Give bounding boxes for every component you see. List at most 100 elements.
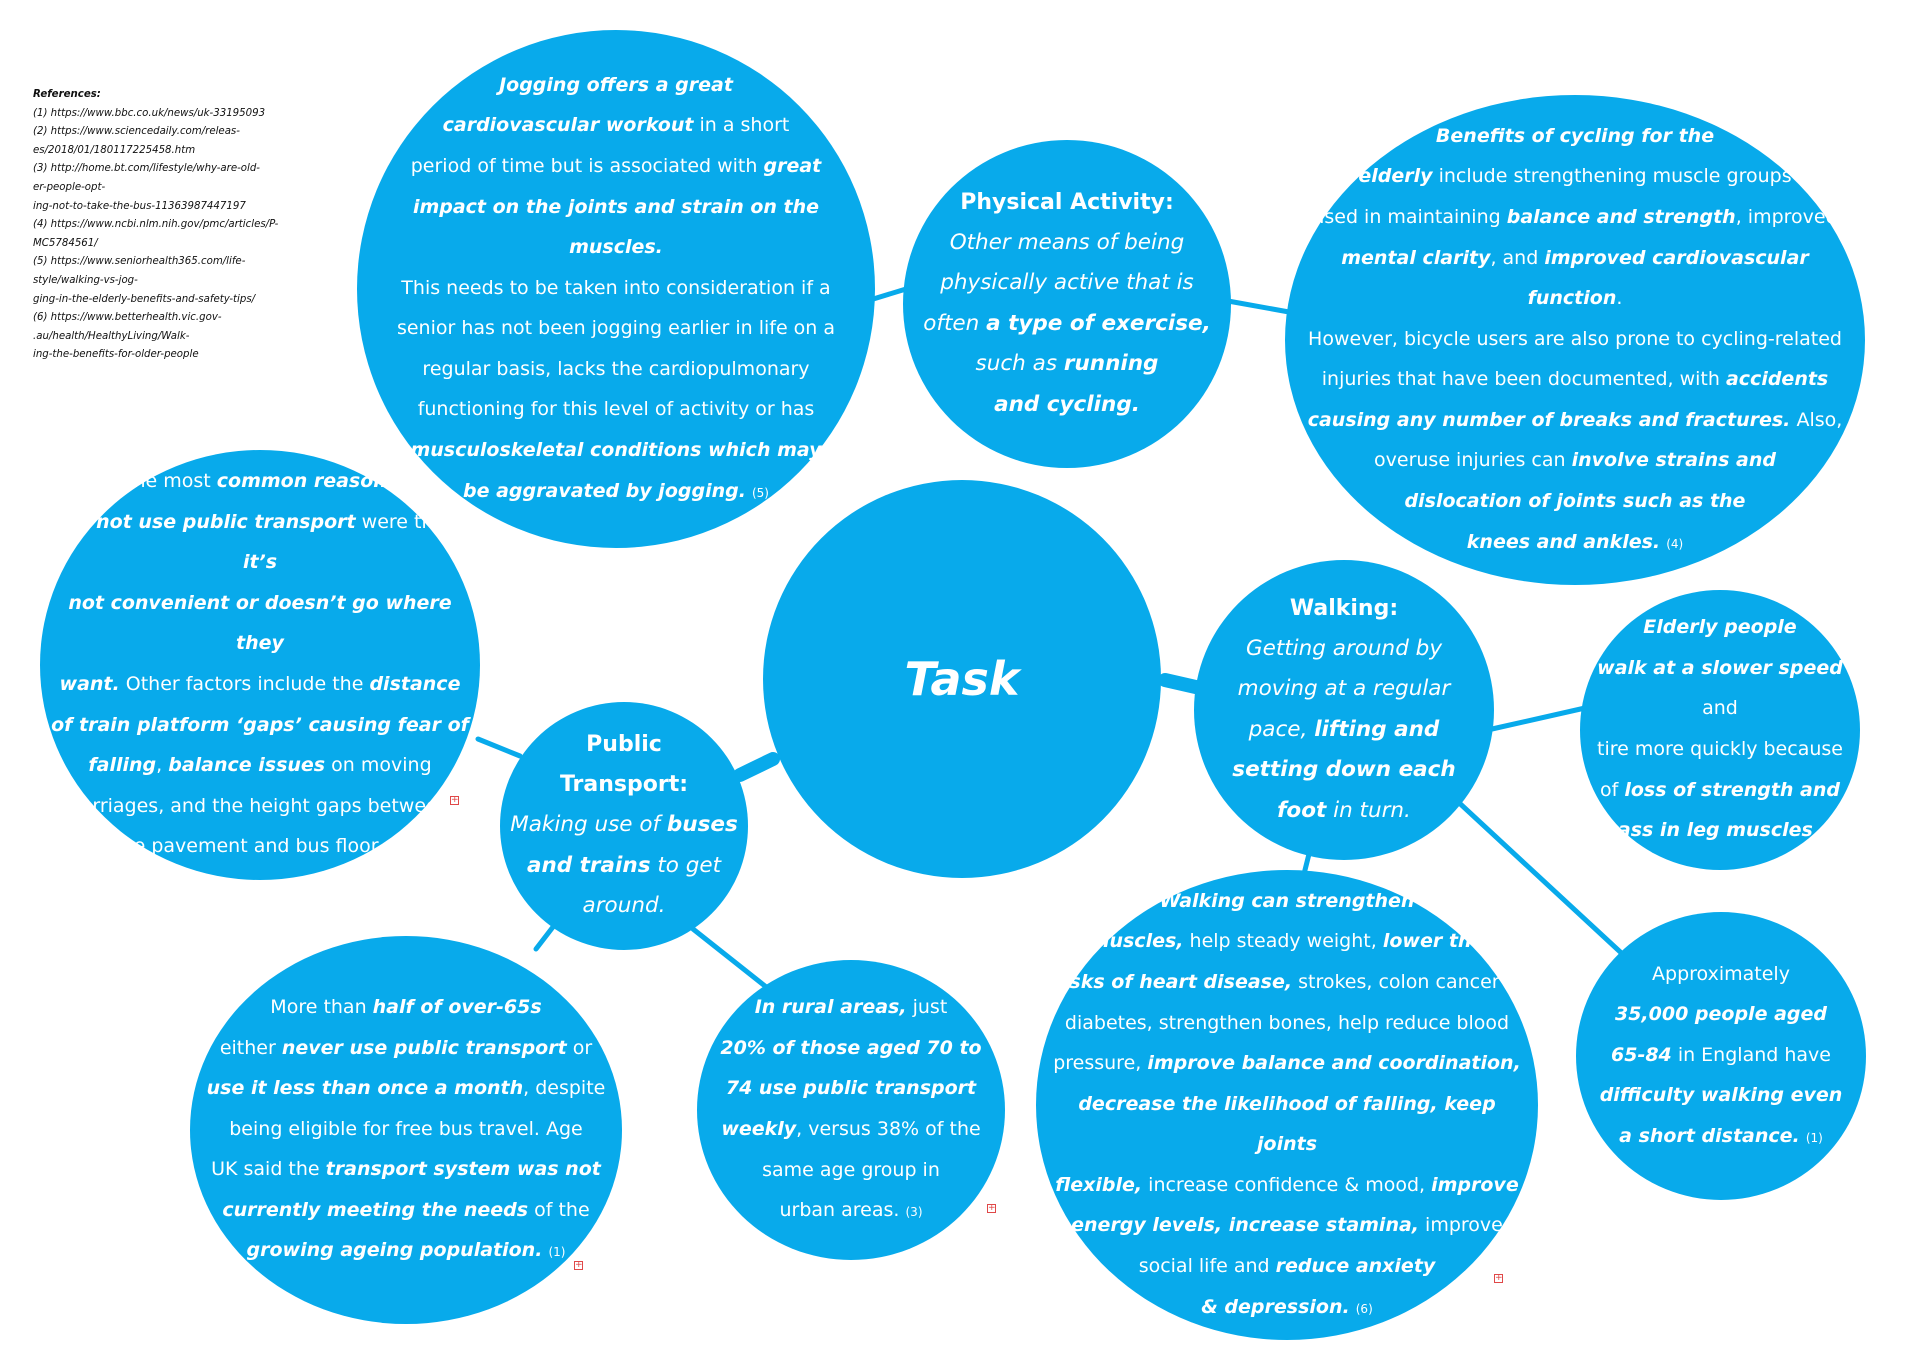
emphasis-text: mass in leg muscles: [1598, 819, 1813, 842]
text-line: use it less than once a month, despite: [206, 1077, 606, 1100]
emphasis-text: mental clarity: [1341, 246, 1491, 269]
emphasis-text: muscles,: [1089, 930, 1184, 953]
emphasis-text: energy levels, increase stamina,: [1071, 1214, 1420, 1237]
emphasis-text: loss of strength and: [1624, 778, 1841, 801]
emphasis-text: 35,000 people aged: [1614, 1003, 1827, 1026]
text-line: overuse injuries can involve strains and: [1374, 449, 1776, 472]
reference-line[interactable]: style/walking-vs-jog-: [33, 274, 138, 286]
text-line: Walking can strengthen: [1046, 881, 1528, 922]
emphasis-text: be aggravated by jogging.: [463, 479, 746, 502]
elderly-speed-fact-bubble: Elderly people walk at a slower speed and…: [1580, 590, 1860, 870]
reference-line[interactable]: (6) https://www.betterhealth.vic.gov-: [33, 312, 222, 324]
emphasis-text: 20% of those aged 70 to: [720, 1036, 982, 1059]
text-line: causing any number of breaks and fractur…: [1307, 408, 1843, 431]
plus-square-icon[interactable]: +: [450, 795, 459, 805]
emphasis-text: involve strains and: [1571, 449, 1776, 472]
text-line: impact on the joints and strain on the m…: [367, 187, 865, 268]
reference-line[interactable]: es/2018/01/180117225458.htm: [33, 144, 196, 156]
text-line: Approximately: [1652, 962, 1790, 985]
text-line: walk at a slower speed and: [1597, 656, 1843, 720]
text-line: being eligible for free bus travel. Age: [229, 1117, 583, 1140]
reference-line[interactable]: (2) https://www.sciencedaily.com/releas-: [33, 126, 240, 138]
reference-line[interactable]: (4) https://www.ncbi.nlm.nih.gov/pmc/art…: [33, 219, 279, 231]
reference-line[interactable]: ing-not-to-take-the-bus-11363987447197: [33, 200, 246, 212]
reference-line[interactable]: (1) https://www.bbc.co.uk/news/uk-331950…: [33, 107, 266, 119]
emphasis-text: improve: [1431, 1173, 1519, 1196]
text-line: either never use public transport or: [219, 1036, 593, 1059]
text-line: regular basis, lacks the cardiopulmonary: [422, 357, 810, 380]
link-physical-cycling: [1225, 298, 1292, 315]
text-line: such as running: [975, 351, 1159, 377]
emphasis-text: difficulty walking even: [1599, 1084, 1843, 1107]
emphasis-text: a short distance.: [1619, 1124, 1800, 1147]
emphasis-text: currently meeting the needs: [222, 1198, 529, 1221]
text-line: urban areas. (3): [779, 1199, 923, 1222]
text-line: currently meeting the needs of the: [222, 1198, 590, 1221]
emphasis-text: improved cardiovascular function: [1527, 246, 1809, 310]
emphasis-text: balance and strength: [1506, 205, 1736, 228]
emphasis-text: Benefits of cycling for the: [1435, 124, 1715, 147]
emphasis-text: half of over-65s: [372, 995, 542, 1018]
plus-square-icon[interactable]: +: [574, 1260, 583, 1270]
emphasis-text: decrease the likelihood of falling, keep…: [1078, 1092, 1496, 1156]
emphasis-text: great: [763, 154, 822, 177]
emphasis-text: distance: [369, 673, 461, 695]
emphasis-text: 65-84: [1611, 1043, 1672, 1066]
citation-number: (2): [1824, 825, 1842, 840]
references-list: References: (1) https://www.bbc.co.uk/ne…: [33, 86, 293, 365]
emphasis-text: never use public transport: [281, 1036, 567, 1059]
text-line: musculoskeletal conditions which may: [367, 430, 865, 471]
reference-line[interactable]: (5) https://www.seniorhealth365.com/life…: [33, 256, 246, 268]
reference-line[interactable]: ging-in-the-elderly-benefits-and-safety-…: [33, 293, 256, 305]
link-walking-elderly: [1489, 705, 1588, 732]
text-line: This needs to be taken into consideratio…: [401, 276, 831, 299]
emphasis-text: In rural areas,: [754, 996, 907, 1019]
text-line: and trains to get: [526, 852, 722, 878]
text-line: often a type of exercise,: [923, 310, 1211, 336]
emphasis-text: growing ageing population.: [246, 1239, 543, 1262]
public-transport-heading-line: Transport:: [559, 772, 689, 798]
reference-line[interactable]: (3) http://home.bt.com/lifestyle/why-are…: [33, 163, 260, 175]
emphasis-text: running: [1063, 351, 1159, 377]
emphasis-text: knees and ankles.: [1466, 530, 1661, 553]
text-line: Elderly people: [1590, 607, 1850, 648]
citation-number: (3): [388, 841, 406, 856]
link-transport-rural: [690, 926, 773, 993]
text-line: functioning for this level of activity o…: [417, 398, 815, 421]
over-65-fact-bubble: More than half of over-65s either never u…: [190, 936, 622, 1324]
task-bubble[interactable]: Task: [763, 480, 1161, 878]
text-line: mental clarity, and improved cardiovascu…: [1341, 246, 1809, 310]
plus-square-icon[interactable]: +: [987, 1203, 996, 1213]
text-line: dislocation of joints such as the: [1295, 481, 1855, 522]
emphasis-text: cardiovascular workout: [442, 114, 694, 137]
plus-square-icon[interactable]: +: [1494, 1273, 1503, 1283]
reference-line[interactable]: ing-the-benefits-for-older-people: [33, 349, 199, 361]
emphasis-text: it’s: [242, 551, 278, 574]
text-line: same age group in: [762, 1158, 940, 1181]
reference-line[interactable]: MC5784561/: [33, 237, 98, 249]
public-transport-heading-line: Public: [586, 732, 662, 758]
emphasis-text: Jogging offers a great: [499, 73, 733, 96]
text-line: 74 use public transport: [720, 1068, 981, 1109]
text-line: want. Other factors include the distance: [59, 673, 461, 695]
text-line: More than half of over-65s: [270, 995, 542, 1018]
emphasis-text: lifting and: [1314, 716, 1440, 742]
citation-number: (3): [905, 1205, 923, 1220]
reference-line[interactable]: er-people-opt-: [33, 181, 106, 193]
emphasis-text: flexible,: [1055, 1173, 1143, 1196]
text-line: knees and ankles. (4): [1295, 522, 1855, 565]
emphasis-text: & depression.: [1201, 1295, 1350, 1318]
reference-line[interactable]: .au/health/HealthyLiving/Walk-: [33, 330, 190, 342]
text-line: carriages, and the height gaps between: [70, 794, 450, 817]
emphasis-text: 74 use public transport: [725, 1077, 977, 1100]
text-line: to not use public transport were that it…: [67, 510, 453, 574]
emphasis-text: Elderly people: [1643, 616, 1797, 639]
